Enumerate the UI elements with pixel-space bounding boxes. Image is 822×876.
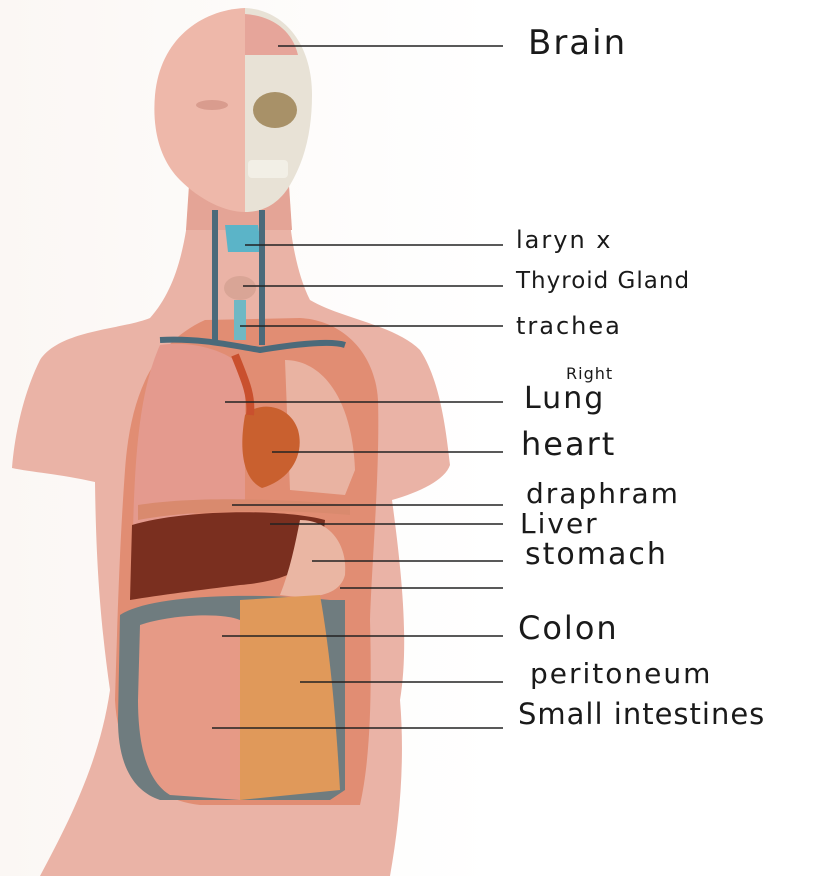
label-small-intestines: Small intestines [518, 700, 765, 729]
label-liver: Liver [520, 510, 599, 538]
label-brain: Brain [528, 26, 627, 60]
label-lung: Lung [524, 384, 605, 414]
label-stomach: stomach [525, 540, 668, 570]
thyroid-organ [224, 276, 256, 300]
larynx-organ [225, 225, 262, 252]
closed-eye [196, 100, 228, 110]
trachea-organ [234, 300, 246, 340]
label-larynx: laryn x [516, 228, 613, 252]
label-lung-note: Right [566, 366, 613, 382]
label-diaphragm: draphram [526, 480, 680, 508]
label-peritoneum: peritoneum [530, 660, 712, 688]
label-colon: Colon [518, 612, 619, 644]
face-half [154, 8, 245, 212]
small-intestine-organ [138, 615, 240, 800]
eye-socket [253, 92, 297, 128]
label-heart: heart [521, 428, 616, 460]
label-thyroid: Thyroid Gland [516, 270, 690, 293]
label-trachea: trachea [516, 314, 622, 338]
teeth [248, 160, 288, 178]
